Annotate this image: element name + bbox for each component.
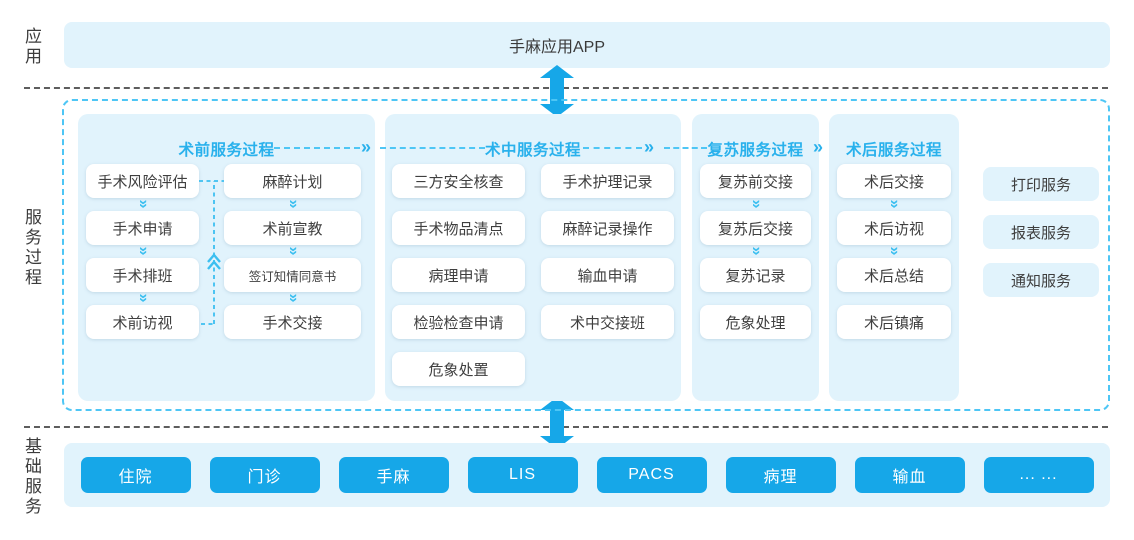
step-box: 复苏前交接 [700,164,811,198]
flow-step: 手术风险评估 » [86,164,199,211]
step-box: 手术物品清点 [392,211,525,245]
step-box: 手术护理记录 [541,164,674,198]
chevron-down-icon: » [886,199,903,209]
phase-title-recovery: 复苏服务过程 [707,142,804,159]
base-service-more: ... ... [983,457,1094,493]
flow-step: 危象处理 [700,305,811,352]
flow-step: 复苏后交接 » [700,211,811,258]
flow-arrow-icon: » [813,137,824,157]
chevron-down-icon: » [134,246,152,256]
flow-step: 术后访视 » [837,211,951,258]
base-service-outpatient: 门诊 [209,457,320,493]
flow-step: 术后交接 » [837,164,951,211]
chevron-down-icon: » [886,246,903,256]
flow-step: 术前访视 [86,305,199,352]
chevron-down-icon: » [134,293,152,303]
step-box: 复苏后交接 [700,211,811,245]
flow-step: 手术交接 [224,305,361,352]
flow-step: 检验检查申请 [392,305,525,352]
flow-step: 术后镇痛 [837,305,951,352]
layer-label-application: 应用 [22,27,41,67]
base-service-transfusion: 输血 [854,457,965,493]
step-box: 签订知情同意书 [224,258,361,292]
base-service-pathology: 病理 [725,457,836,493]
flow-dash [380,147,485,149]
flow-step: 手术申请 » [86,211,199,258]
step-box: 术后访视 [837,211,951,245]
step-box: 手术排班 [86,258,199,292]
phase-title-intraop: 术中服务过程 [484,142,581,159]
app-banner: 手麻应用APP [64,22,1110,68]
flow-step: 手术排班 » [86,258,199,305]
chevron-down-icon: » [284,199,302,209]
flow-arrow-icon: » [644,137,655,157]
phase-panel-preop: 术前服务过程 手术风险评估 » 手术申请 » 手术排班 » [78,114,375,401]
phase-title-postop: 术后服务过程 [845,142,942,159]
step-box: 术后总结 [837,258,951,292]
step-box: 麻醉记录操作 [541,211,674,245]
service-process-container: 术前服务过程 手术风险评估 » 手术申请 » 手术排班 » [62,99,1110,411]
step-box: 复苏记录 [700,258,811,292]
flow-step: 复苏记录 [700,258,811,305]
step-box: 术前访视 [86,305,199,339]
step-box: 检验检查申请 [392,305,525,339]
support-service-box: 通知服务 [983,263,1099,297]
step-box: 术中交接班 [541,305,674,339]
chevron-down-icon: » [747,246,765,256]
step-box: 术后镇痛 [837,305,951,339]
flow-step: 术中交接班 [541,305,674,352]
flow-arrow-icon: » [361,137,372,157]
step-box: 术后交接 [837,164,951,198]
double-arrow-icon [540,65,574,117]
flow-step: 危象处置 [392,352,525,399]
step-box: 输血申请 [541,258,674,292]
flow-step: 术后总结 [837,258,951,305]
step-box: 病理申请 [392,258,525,292]
step-box: 麻醉计划 [224,164,361,198]
phase-panel-intraop: 术中服务过程 三方安全核查 手术物品清点 病理申请 检验检查申请 危象处置 手术… [385,114,681,401]
base-service-anesthesia: 手麻 [338,457,449,493]
flow-step: 输血申请 [541,258,674,305]
flow-step: 病理申请 [392,258,525,305]
layer-divider-bottom [24,426,1108,428]
flow-dash [664,147,707,149]
flow-step: 麻醉计划 » [224,164,361,211]
chevron-down-icon: » [284,293,302,303]
flow-step: 复苏前交接 » [700,164,811,211]
step-box: 手术申请 [86,211,199,245]
flow-dash [583,147,642,149]
chevron-down-icon: » [134,199,152,209]
base-service-pacs: PACS [596,457,707,493]
layer-label-base-services: 基础服务 [22,437,41,517]
support-services: 打印服务 报表服务 通知服务 [983,167,1099,297]
flow-dash [274,147,360,149]
flow-step: 签订知情同意书 » [224,258,361,305]
base-service-inpatient: 住院 [80,457,191,493]
step-box: 危象处置 [392,352,525,386]
step-box: 三方安全核查 [392,164,525,198]
step-box: 手术风险评估 [86,164,199,198]
step-box: 危象处理 [700,305,811,339]
base-services-bar: 住院 门诊 手麻 LIS PACS 病理 输血 ... ... [64,443,1110,507]
base-service-lis: LIS [467,457,578,493]
chevron-down-icon: » [284,246,302,256]
phase-panel-recovery: 复苏服务过程 复苏前交接 » 复苏后交接 » 复苏记录 危象处理 [692,114,819,401]
chevron-down-icon: » [747,199,765,209]
layer-label-service-process: 服务过程 [22,208,41,288]
support-service-box: 报表服务 [983,215,1099,249]
step-box: 手术交接 [224,305,361,339]
flow-step: 麻醉记录操作 [541,211,674,258]
phase-title-preop: 术前服务过程 [178,142,275,159]
app-banner-title: 手麻应用APP [508,39,606,56]
flow-step: 手术物品清点 [392,211,525,258]
flow-step: 手术护理记录 [541,164,674,211]
layer-divider-top [24,87,1108,89]
step-box: 术前宣教 [224,211,361,245]
flow-step: 术前宣教 » [224,211,361,258]
phase-panel-postop: 术后服务过程 术后交接 » 术后访视 » 术后总结 术后镇痛 [829,114,959,401]
support-service-box: 打印服务 [983,167,1099,201]
flow-step: 三方安全核查 [392,164,525,211]
